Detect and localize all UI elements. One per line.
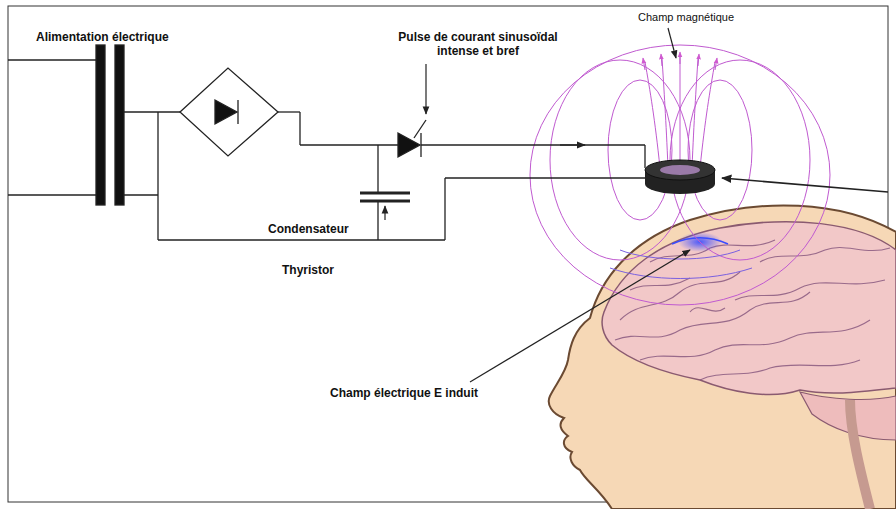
coil bbox=[645, 160, 715, 194]
field-label: Champ magnétique bbox=[638, 10, 734, 24]
magnetic-field-lines bbox=[530, 45, 830, 305]
power-supply-label: Alimentation électrique bbox=[36, 30, 169, 44]
capacitor-label: Condensateur bbox=[268, 222, 349, 236]
coil-pointer bbox=[722, 178, 888, 192]
circuit bbox=[8, 45, 645, 240]
induced-field-label: Champ électrique E induit bbox=[330, 386, 478, 400]
head bbox=[549, 205, 896, 509]
leader-lines bbox=[385, 28, 690, 382]
thyristor-label: Thyristor bbox=[282, 263, 334, 277]
pulse-label: Pulse de courant sinusoïdal intense et b… bbox=[378, 30, 578, 58]
